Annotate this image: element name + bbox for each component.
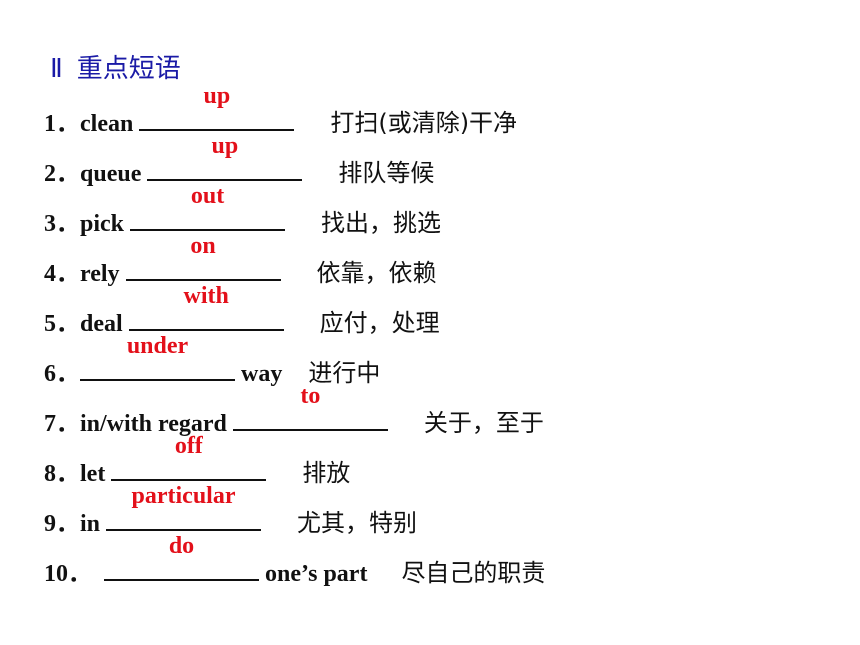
item-index: 2．: [44, 161, 80, 187]
phrase-row: 6． under way 进行中: [44, 333, 380, 387]
answer-blank: on: [125, 233, 281, 281]
answer-text: particular: [131, 483, 236, 509]
answer-text: under: [126, 333, 189, 359]
answer-text: out: [190, 183, 225, 209]
phrase-row: 4．rely on 依靠，依赖: [44, 233, 437, 287]
answer-blank: do: [104, 533, 259, 581]
phrase-before: in/with regard: [80, 411, 233, 437]
phrase-row: 10． do one’s part 尽自己的职责: [44, 533, 545, 587]
answer-blank: out: [130, 183, 286, 231]
answer-blank: with: [128, 283, 284, 331]
answer-blank: particular: [106, 483, 262, 531]
item-index: 3．: [44, 211, 80, 237]
phrase-row: 5．deal with 应付，处理: [44, 283, 440, 337]
item-index: 1．: [44, 111, 80, 137]
section-number: Ⅱ: [50, 54, 63, 83]
phrase-meaning: 尽自己的职责: [401, 559, 546, 587]
phrase-before: in: [80, 511, 107, 537]
answer-text: up: [203, 83, 231, 109]
phrase-after: way: [235, 361, 283, 387]
phrase-meaning: 关于，至于: [423, 409, 544, 437]
answer-text: do: [168, 533, 195, 559]
phrase-meaning: 打扫(或清除)干净: [330, 109, 518, 137]
section-title: 重点短语: [76, 54, 181, 84]
phrase-after: one’s part: [259, 561, 368, 587]
phrase-meaning: 依靠，依赖: [316, 259, 437, 287]
phrase-before: let: [80, 461, 112, 487]
answer-text: on: [190, 233, 216, 259]
answer-text: with: [183, 283, 229, 309]
phrase-row: 1．clean up 打扫(或清除)干净: [44, 83, 517, 137]
phrase-before: queue: [80, 161, 148, 187]
answer-blank: up: [147, 133, 303, 181]
phrase-row: 9．in particular 尤其，特别: [44, 483, 417, 537]
item-index: 9．: [44, 511, 80, 537]
answer-blank: off: [111, 433, 267, 481]
answer-blank: under: [80, 333, 235, 381]
answer-blank: to: [232, 383, 388, 431]
phrase-meaning: 找出，挑选: [321, 209, 442, 237]
phrase-before: deal: [80, 311, 129, 337]
item-index: 7．: [44, 411, 80, 437]
phrase-row: 7．in/with regard to 关于，至于: [44, 383, 544, 437]
item-index: 5．: [44, 311, 80, 337]
answer-text: to: [300, 383, 321, 409]
phrase-row: 2．queue up 排队等候: [44, 133, 434, 187]
phrase-meaning: 排放: [302, 459, 351, 487]
section-heading: Ⅱ 重点短语: [50, 48, 181, 85]
answer-text: off: [174, 433, 203, 459]
item-index: 10．: [44, 561, 92, 587]
phrase-meaning: 进行中: [308, 359, 381, 387]
phrase-before: clean: [80, 111, 140, 137]
phrase-meaning: 尤其，特别: [297, 509, 418, 537]
answer-blank: up: [139, 83, 295, 131]
phrase-meaning: 应付，处理: [319, 309, 440, 337]
phrase-before: rely: [80, 261, 126, 287]
item-index: 4．: [44, 261, 80, 287]
answer-text: up: [211, 133, 239, 159]
item-index: 8．: [44, 461, 80, 487]
phrase-meaning: 排队等候: [338, 159, 435, 187]
phrase-row: 8．let off 排放: [44, 433, 350, 487]
item-index: 6．: [44, 361, 80, 387]
phrase-before: pick: [80, 211, 131, 237]
phrase-row: 3．pick out 找出，挑选: [44, 183, 441, 237]
